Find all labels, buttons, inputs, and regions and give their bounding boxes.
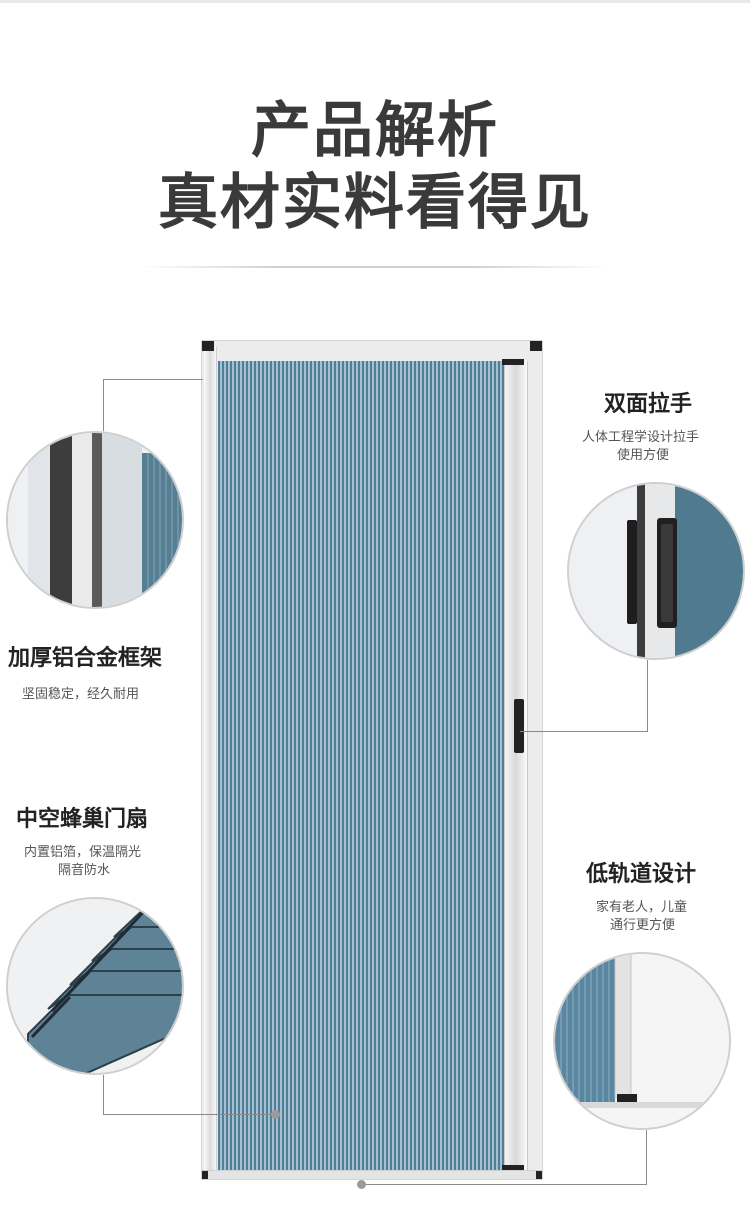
- callout-line-track: [363, 1184, 647, 1185]
- door-handle: [514, 699, 524, 753]
- frame-corner-top-left: [202, 341, 214, 351]
- door-left-frame: [204, 347, 217, 1173]
- honeycomb-feature-title: 中空蜂巢门扇: [16, 807, 149, 832]
- honeycomb-detail-circle: [6, 897, 184, 1075]
- door-illustration: [201, 340, 543, 1180]
- track-detail-circle: [553, 952, 731, 1130]
- page-title: 产品解析: [251, 96, 499, 166]
- handle-detail-image: [569, 484, 743, 658]
- callout-line-honeycomb-vertical: [103, 1075, 104, 1115]
- page-subtitle: 真材实料看得见: [158, 168, 592, 238]
- honeycomb-feature-desc-2: 隔音防水: [58, 863, 111, 878]
- callout-line-handle: [520, 731, 648, 732]
- honeycomb-mesh: [218, 361, 504, 1171]
- title-divider: [140, 266, 610, 268]
- handle-detail-circle: [567, 482, 745, 660]
- frame-detail-image: [8, 433, 182, 607]
- rail-cap-top: [502, 359, 524, 365]
- callout-line-honeycomb: [103, 1114, 275, 1115]
- frame-detail-circle: [6, 431, 184, 609]
- frame-corner-bottom-right: [536, 1171, 542, 1179]
- handle-feature-desc: 人体工程学设计拉手: [582, 430, 700, 445]
- top-divider: [0, 0, 750, 3]
- callout-line-track-vertical: [646, 1130, 647, 1184]
- track-feature-title: 低轨道设计: [586, 862, 697, 887]
- rail-cap-bottom: [502, 1165, 524, 1171]
- frame-feature-title: 加厚铝合金框架: [8, 646, 163, 671]
- callout-line-frame: [103, 379, 203, 380]
- honeycomb-feature-desc: 内置铝箔，保温隔光: [24, 845, 142, 860]
- handle-feature-title: 双面拉手: [604, 392, 693, 417]
- frame-corner-top-right: [530, 341, 542, 351]
- door-handle-rail: [504, 361, 528, 1173]
- frame-corner-bottom-left: [202, 1171, 208, 1179]
- track-feature-desc-2: 通行更方便: [610, 918, 676, 933]
- honeycomb-detail-image: [8, 899, 182, 1073]
- track-detail-image: [555, 954, 729, 1128]
- callout-line-frame-vertical: [103, 379, 104, 431]
- callout-dot-honeycomb: [271, 1110, 280, 1119]
- callout-line-handle-vertical: [647, 660, 648, 732]
- callout-dot-track: [357, 1180, 366, 1189]
- frame-feature-desc: 坚固稳定，经久耐用: [22, 687, 140, 702]
- track-feature-desc: 家有老人，儿童: [596, 900, 688, 915]
- low-track: [202, 1170, 542, 1179]
- handle-feature-desc-2: 使用方便: [617, 448, 670, 463]
